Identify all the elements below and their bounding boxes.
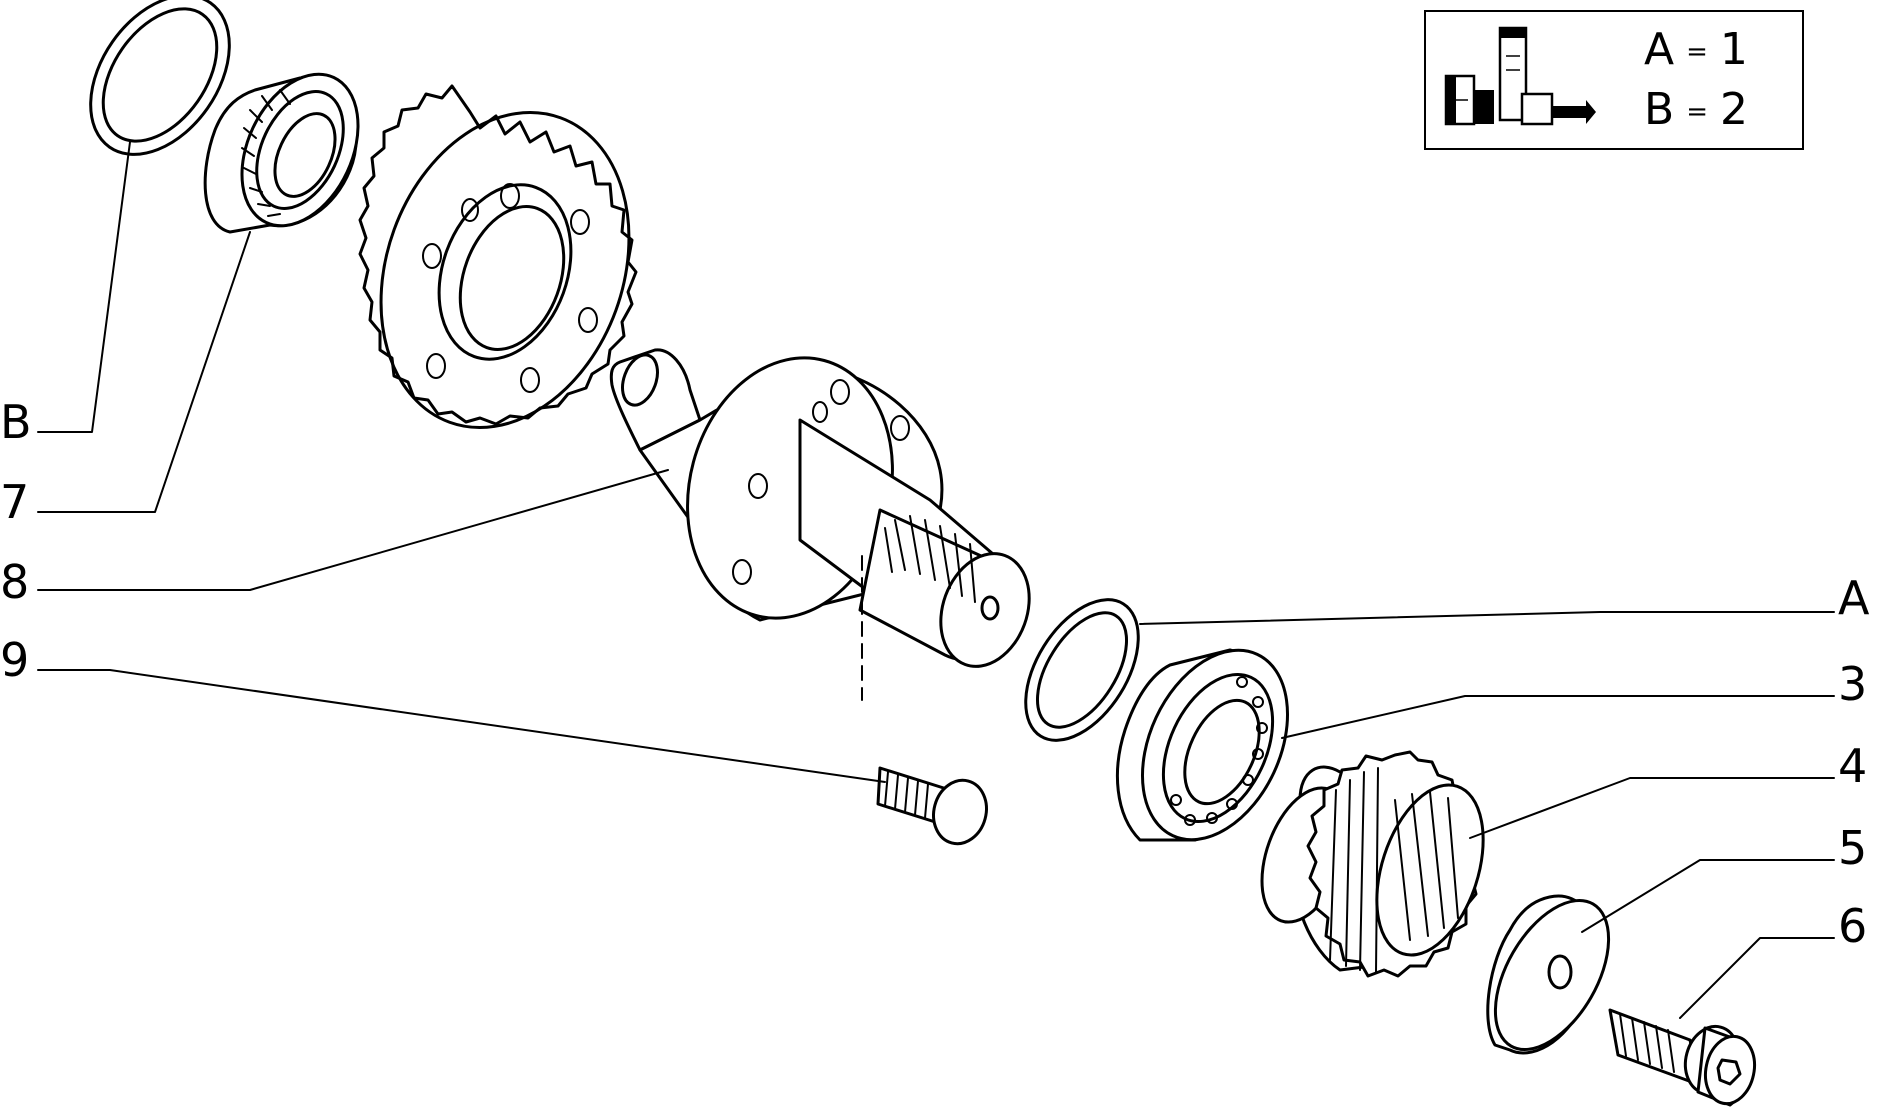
callout-6: 6 [1838, 899, 1867, 953]
legend-value-a: 1 [1719, 24, 1748, 75]
callout-b: B [0, 395, 32, 449]
callout-9: 9 [0, 633, 29, 687]
callout-5: 5 [1838, 821, 1867, 875]
leader-line-7 [37, 231, 251, 513]
legend-key-a: A [1644, 24, 1675, 75]
legend-row-a: A = 1 [1644, 24, 1748, 75]
legend-eq-b: = [1686, 97, 1708, 127]
crown-gear [358, 84, 638, 429]
lubricant-cans-icon [1444, 26, 1596, 126]
callout-a: A [1838, 571, 1870, 625]
callout-4: 4 [1838, 739, 1867, 793]
legend-eq-a: = [1686, 37, 1708, 67]
leader-line-a [1139, 611, 1835, 625]
bolt-9 [876, 766, 988, 846]
legend-key-b: B [1644, 84, 1675, 135]
legend-row-b: B = 2 [1644, 84, 1748, 135]
leader-line-4 [1469, 777, 1835, 839]
bearing-3 [1116, 648, 1290, 842]
washer-5 [1486, 894, 1611, 1055]
leader-line-5 [1581, 859, 1835, 933]
callout-7: 7 [0, 475, 29, 529]
bearing-7 [203, 72, 360, 234]
leader-line-8 [37, 469, 669, 591]
callout-labels: B 7 8 9 A 3 4 5 6 [0, 395, 1870, 953]
shim-ring-a [1024, 598, 1140, 742]
shim-ring-b [89, 0, 231, 156]
leader-line-3 [1281, 695, 1835, 739]
flanged-shaft-8 [609, 348, 1031, 701]
leader-line-b [37, 141, 131, 433]
leader-lines [37, 141, 1835, 1019]
callout-3: 3 [1838, 657, 1867, 711]
callout-8: 8 [0, 555, 29, 609]
cap-screw-6 [1608, 1008, 1757, 1107]
legend-value-b: 2 [1719, 84, 1748, 135]
lubricant-legend: A = 1 B = 2 [1424, 10, 1804, 150]
spur-gear-4 [1260, 750, 1485, 978]
leader-line-6 [1679, 937, 1835, 1019]
leader-line-9 [37, 669, 886, 783]
